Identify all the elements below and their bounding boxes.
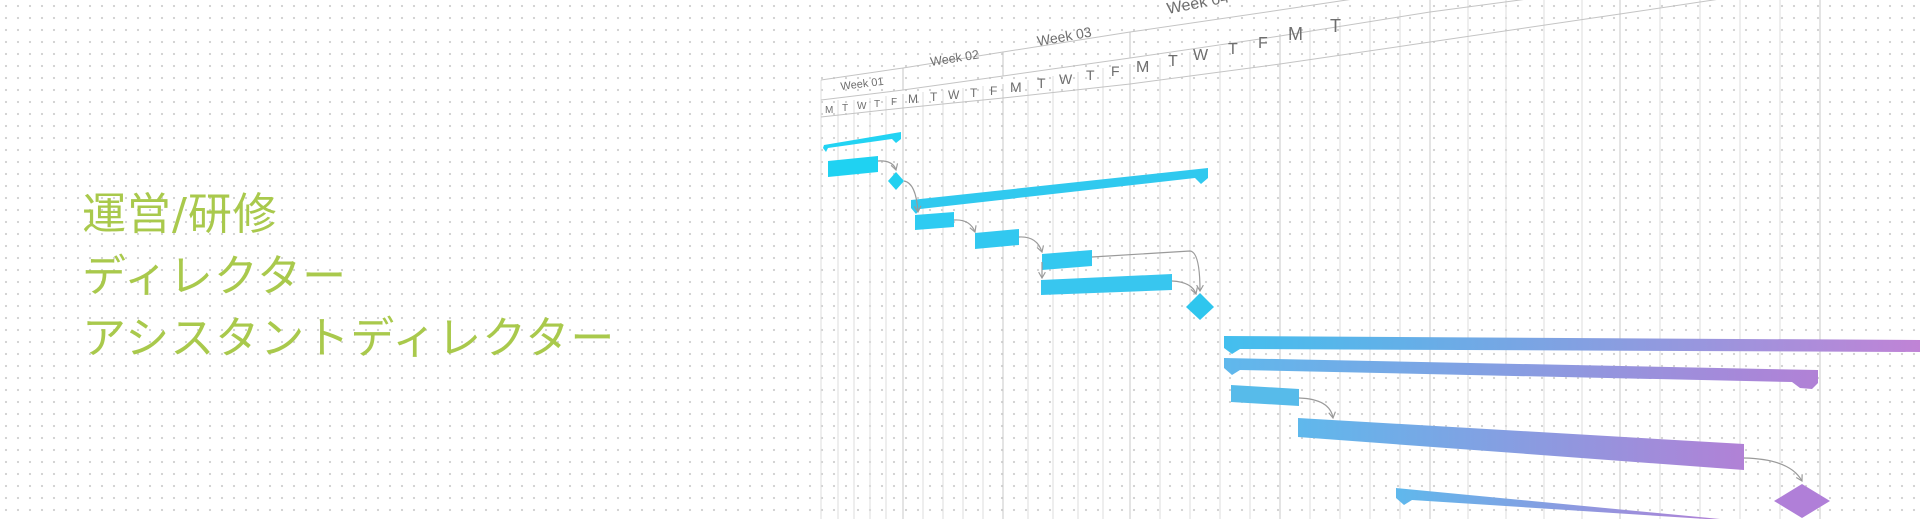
day-label: M xyxy=(1288,24,1303,44)
day-labels: M T W T F M T W T F M T W T F M T W T F … xyxy=(825,16,1341,116)
day-label: T xyxy=(970,86,978,100)
day-label: T xyxy=(1168,53,1178,70)
day-label: F xyxy=(990,84,997,98)
day-label: W xyxy=(857,101,867,112)
day-label: F xyxy=(1258,35,1268,52)
summary-bar xyxy=(1396,488,1720,519)
task-bar xyxy=(1298,418,1744,470)
day-label: T xyxy=(1228,41,1238,58)
timeline-header-rails xyxy=(820,0,1717,118)
milestone-diamond xyxy=(1186,293,1214,320)
day-label: T xyxy=(1037,75,1046,91)
task-bar xyxy=(828,156,878,177)
title-operations-training: 運営/研修 xyxy=(82,189,278,240)
day-label: F xyxy=(891,97,897,108)
day-label: T xyxy=(930,90,938,104)
summary-bar xyxy=(1224,336,1920,354)
day-label: T xyxy=(1086,67,1095,83)
task-bar xyxy=(1042,250,1092,270)
task-bars xyxy=(823,132,1920,519)
dependency-connectors xyxy=(877,160,1803,483)
day-label: T xyxy=(842,103,848,114)
task-bar xyxy=(915,212,954,230)
day-label: T xyxy=(874,99,880,110)
week-label: Week 04 xyxy=(1166,0,1231,18)
day-label: W xyxy=(948,88,960,102)
day-label: M xyxy=(1136,59,1149,76)
summary-bar xyxy=(911,168,1208,214)
day-label: W xyxy=(1059,71,1073,87)
title-assistant-director: アシスタントディレクター xyxy=(82,313,616,364)
task-bar xyxy=(1041,274,1172,295)
day-label: M xyxy=(825,105,833,116)
week-label: Week 01 xyxy=(840,76,884,93)
role-title-block: 運営/研修 ディレクター アシスタントディレクター xyxy=(82,184,615,370)
week-label: Week 02 xyxy=(929,47,980,69)
task-bar xyxy=(1231,385,1299,406)
task-bar xyxy=(975,229,1019,249)
milestone-diamond xyxy=(888,172,904,190)
day-label: W xyxy=(1193,47,1209,64)
day-label: T xyxy=(1330,16,1341,36)
milestone-diamond xyxy=(1774,484,1830,518)
day-label: M xyxy=(1010,79,1022,95)
day-label: M xyxy=(908,92,918,106)
week-label: Week 03 xyxy=(1036,24,1093,49)
summary-bar xyxy=(1224,358,1818,389)
day-label: F xyxy=(1111,63,1120,79)
summary-bar xyxy=(823,132,901,152)
title-director: ディレクター xyxy=(82,251,348,302)
